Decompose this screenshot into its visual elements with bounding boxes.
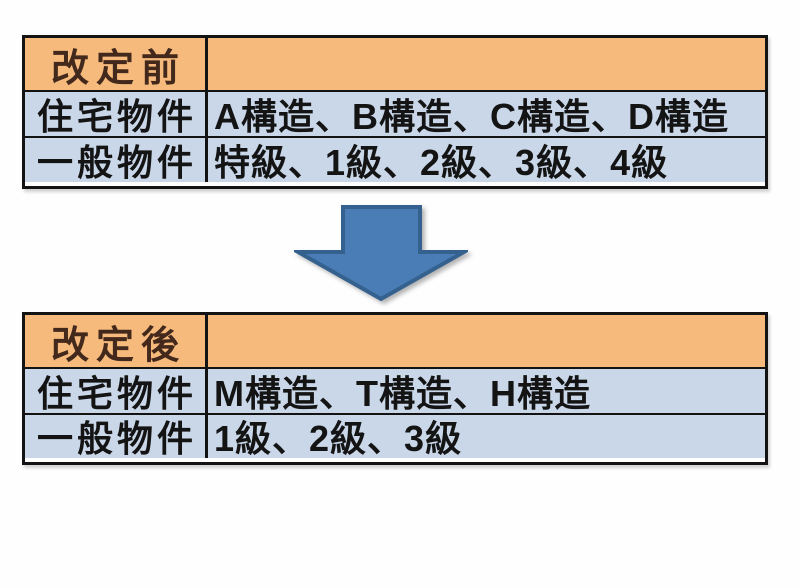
- before-table-header-spacer-cell: [208, 38, 765, 90]
- row-value-cell: 1級、2級、3級: [208, 415, 765, 458]
- row-value: 1級、2級、3級: [214, 418, 463, 458]
- row-value-cell: M構造、T構造、H構造: [208, 369, 765, 413]
- down-arrow-icon: [294, 204, 468, 302]
- table-row: 一般物件 1級、2級、3級: [25, 412, 765, 458]
- row-label-cell: 住宅物件: [25, 92, 208, 136]
- after-table-header-row: 改定後: [25, 315, 765, 367]
- row-value-cell: 特級、1級、2級、3級、4級: [208, 138, 765, 182]
- after-table-title: 改定後: [50, 324, 186, 367]
- row-label: 一般物件: [36, 142, 197, 182]
- row-label-cell: 住宅物件: [25, 369, 208, 413]
- row-label: 住宅物件: [36, 372, 197, 413]
- row-label: 一般物件: [36, 418, 197, 458]
- row-label-cell: 一般物件: [25, 414, 208, 458]
- table-row: 一般物件 特級、1級、2級、3級、4級: [25, 136, 765, 182]
- after-table-header-spacer-cell: [208, 315, 765, 367]
- table-row: 住宅物件 M構造、T構造、H構造: [25, 367, 765, 413]
- before-table-title-cell: 改定前: [25, 38, 208, 90]
- row-value: 特級、1級、2級、3級、4級: [214, 142, 669, 182]
- before-revision-table: 改定前 住宅物件 A構造、B構造、C構造、D構造 一般物件 特級、1級、2級、3…: [22, 35, 768, 189]
- after-revision-table: 改定後 住宅物件 M構造、T構造、H構造 一般物件 1級、2級、3級: [22, 312, 768, 465]
- table-row: 住宅物件 A構造、B構造、C構造、D構造: [25, 90, 765, 136]
- row-label-cell: 一般物件: [25, 138, 208, 182]
- row-label: 住宅物件: [36, 96, 197, 136]
- row-value-cell: A構造、B構造、C構造、D構造: [208, 92, 765, 136]
- row-value: M構造、T構造、H構造: [214, 372, 591, 413]
- before-table-title: 改定前: [50, 47, 186, 90]
- row-value: A構造、B構造、C構造、D構造: [214, 96, 729, 136]
- after-table-title-cell: 改定後: [25, 315, 208, 367]
- before-table-header-row: 改定前: [25, 38, 765, 90]
